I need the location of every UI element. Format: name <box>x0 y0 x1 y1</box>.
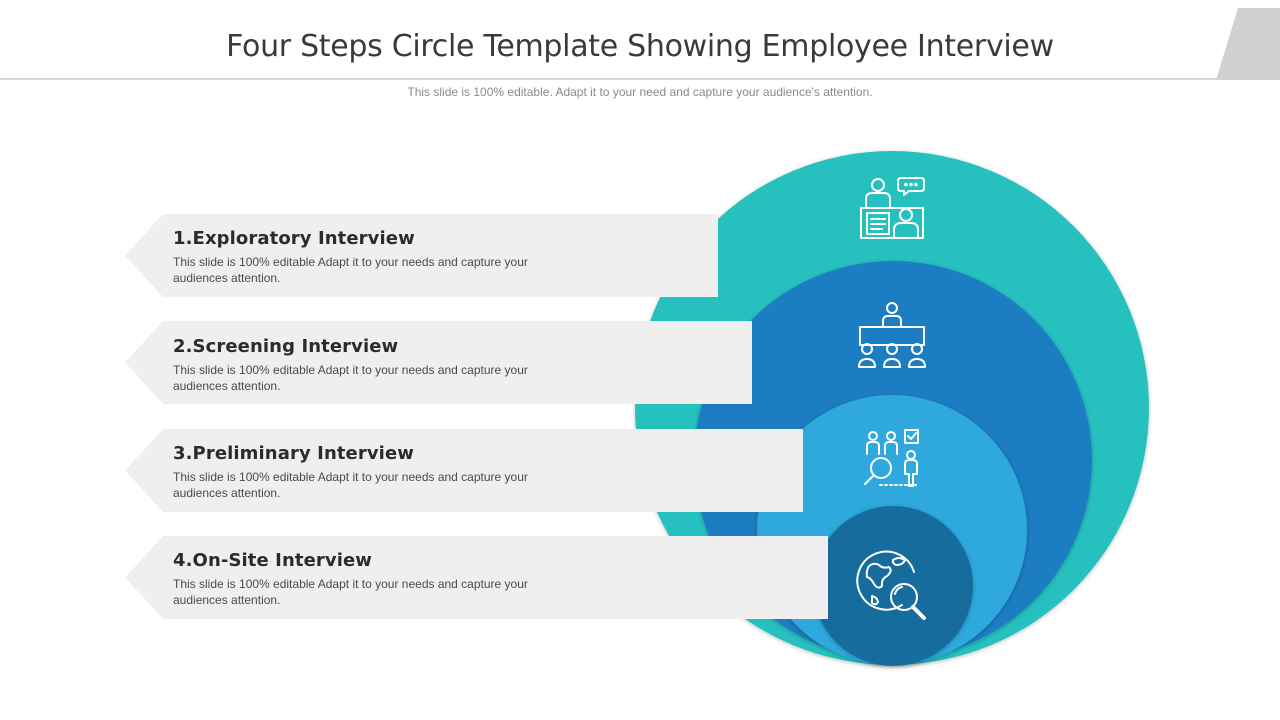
step-1-description: This slide is 100% editable Adapt it to … <box>173 255 528 285</box>
banner-step-4 <box>125 536 828 619</box>
slide-title: Four Steps Circle Template Showing Emplo… <box>226 29 1054 64</box>
slide-subtitle: This slide is 100% editable. Adapt it to… <box>407 85 873 99</box>
corner-accent-shape <box>1216 8 1280 80</box>
step-1-heading: 1.Exploratory Interview <box>173 228 415 249</box>
step-4-text: 4.On-Site Interview This slide is 100% e… <box>173 550 573 608</box>
interview-desk-icon <box>860 177 925 239</box>
step-3-text: 3.Preliminary Interview This slide is 10… <box>173 443 573 501</box>
title-bar <box>0 0 1280 80</box>
step-2-description: This slide is 100% editable Adapt it to … <box>173 363 528 393</box>
step-4-heading: 4.On-Site Interview <box>173 550 373 571</box>
global-search-icon <box>856 550 926 620</box>
banner-step-1 <box>125 214 718 297</box>
candidate-search-icon <box>864 429 919 487</box>
step-1-text: 1.Exploratory Interview This slide is 10… <box>173 228 573 286</box>
circle-step-4 <box>813 506 973 666</box>
step-4-description: This slide is 100% editable Adapt it to … <box>173 577 528 607</box>
banner-step-2 <box>125 321 752 404</box>
banner-step-3 <box>125 429 803 512</box>
step-2-heading: 2.Screening Interview <box>173 336 399 357</box>
panel-meeting-icon <box>858 302 926 368</box>
step-3-heading: 3.Preliminary Interview <box>173 443 414 464</box>
step-3-description: This slide is 100% editable Adapt it to … <box>173 470 528 500</box>
step-2-text: 2.Screening Interview This slide is 100%… <box>173 336 543 394</box>
